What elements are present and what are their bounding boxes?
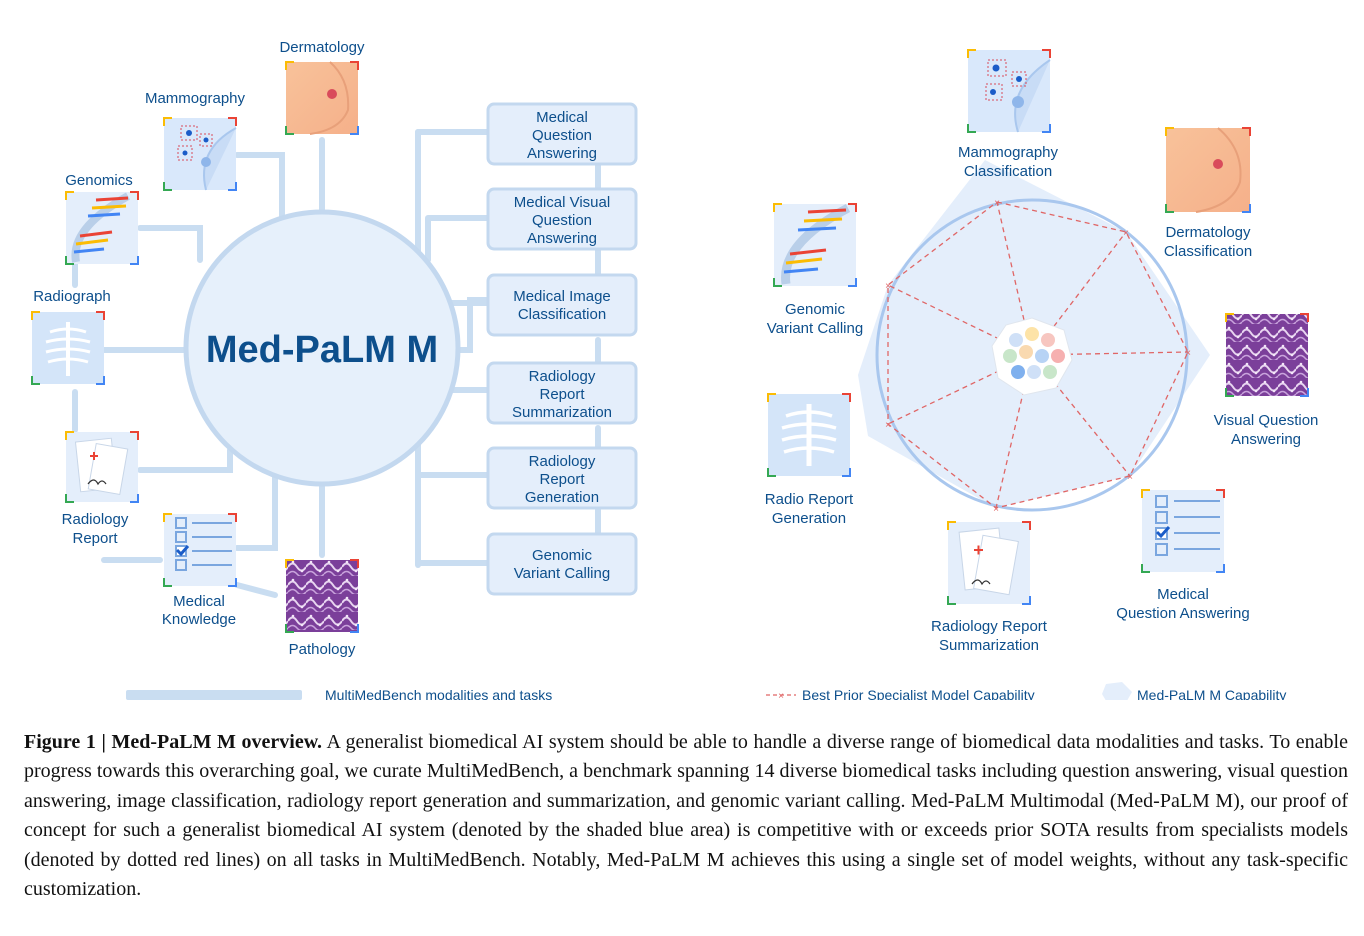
task-vqa-l2: Answering [1231,431,1301,448]
svg-text:×: × [885,281,891,292]
svg-text:×: × [1123,228,1129,239]
left-panel: Med-PaLM M Dermatology Mammography [31,39,638,658]
dermatology-tile-right [1165,127,1251,213]
task-report-gen-l1: Radiology [529,453,596,470]
svg-text:×: × [885,420,891,431]
modality-genomics: Genomics [65,172,133,189]
task-radio-report-generation-l2: Generation [772,510,846,527]
legend: MultiMedBench modalities and tasks × Bes… [126,682,1286,700]
modality-radiology-report-line2: Report [72,530,118,547]
modality-dermatology: Dermatology [279,39,365,56]
check-icon [175,545,190,557]
right-panel: ××× ×××× Mammography Classific [765,49,1319,654]
task-vqa-l1: Visual Question [1214,412,1319,429]
svg-text:×: × [1127,472,1133,483]
genomics-tile [65,191,139,265]
pathology-tile [285,559,359,633]
task-medical-vqa-l1: Medical Visual [514,194,610,211]
figure-caption: Figure 1 | Med-PaLM M overview. A genera… [24,728,1348,904]
radiology-report-tile [65,431,139,503]
legend-specialist-label: Best Prior Specialist Model Capability [802,687,1035,700]
task-report-summarization-l1: Radiology Report [931,618,1048,635]
report-generation-tile-right [767,393,851,477]
caption-body: A generalist biomedical AI system should… [24,731,1348,901]
mammography-tile [163,117,237,191]
legend-medpalm-label: Med-PaLM M Capability [1137,687,1286,700]
modality-radiology-report-line1: Radiology [62,511,129,528]
task-medical-vqa-l2: Question [532,212,592,229]
task-radio-report-generation-l1: Radio Report [765,491,854,508]
task-image-class-l1: Medical Image [513,288,611,305]
modality-mammography: Mammography [145,90,246,107]
task-report-sum-l2: Report [539,386,585,403]
task-report-gen-l2: Report [539,471,585,488]
medical-qa-tile-right [1141,489,1225,573]
center-model-circle [183,209,461,487]
overview-figure: Med-PaLM M Dermatology Mammography [31,39,1319,700]
legend-medpalm-swatch [1102,682,1132,700]
task-medical-qa-l3: Answering [527,145,597,162]
modality-radiograph: Radiograph [33,288,111,305]
medical-knowledge-tile [163,513,237,587]
lesion-icon [327,89,337,99]
dermatology-tile [285,61,359,135]
genomic-tile-right [773,203,857,287]
task-genomic-l1: Genomic [532,547,593,564]
task-genomic-l2: Variant Calling [514,565,610,582]
vqa-tile-right [1225,313,1309,397]
task-mammography-classification-l1: Mammography [958,144,1059,161]
caption-lead: Figure 1 | Med-PaLM M overview. [24,731,323,753]
task-medical-qa-l2: Question [532,127,592,144]
legend-specialist-marker: × [778,691,784,700]
center-model-title: Med-PaLM M [206,329,438,371]
report-summarization-tile-right [947,521,1031,605]
specialist-lines [887,201,1189,509]
connector-lines [72,129,601,598]
legend-band-swatch [126,690,302,700]
svg-text:×: × [1185,348,1191,359]
modality-pathology: Pathology [289,641,356,658]
radiograph-tile [31,311,105,385]
task-boxes: Medical Question Answering Medical Visua… [486,102,638,596]
svg-text:×: × [994,198,1000,209]
modality-medical-knowledge-line1: Medical [173,593,225,610]
task-report-summarization-l2: Summarization [939,637,1039,654]
task-medical-qa-l1: Medical [536,109,588,126]
task-genomic-right-l2: Variant Calling [767,320,863,337]
task-image-class-l2: Classification [518,306,606,323]
legend-band-label: MultiMedBench modalities and tasks [325,687,552,700]
specialist-markers: × × × × × × × [885,198,1191,515]
task-mammography-classification-l2: Classification [964,163,1052,180]
center-hex-icon [991,317,1073,396]
task-report-sum-l3: Summarization [512,404,612,421]
svg-text:×: × [993,504,999,515]
task-medical-vqa-l3: Answering [527,230,597,247]
task-medical-qa-right-l1: Medical [1157,586,1209,603]
task-dermatology-classification-l1: Dermatology [1165,224,1251,241]
task-medical-qa-right-l2: Question Answering [1116,605,1249,622]
modality-medical-knowledge-line2: Knowledge [162,611,236,628]
task-report-sum-l1: Radiology [529,368,596,385]
task-genomic-right-l1: Genomic [785,301,846,318]
task-report-gen-l3: Generation [525,489,599,506]
mammography-tile-right [967,49,1051,133]
task-dermatology-classification-l2: Classification [1164,243,1252,260]
